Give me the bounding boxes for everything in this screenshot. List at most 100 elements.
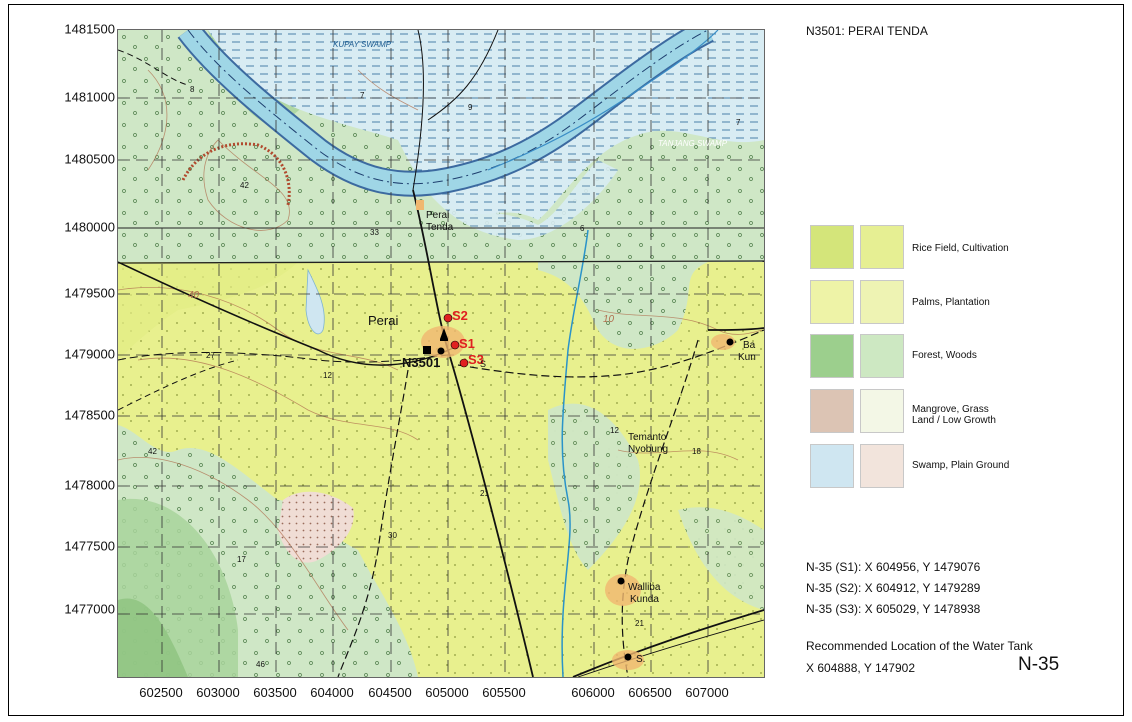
escarpment	[181, 142, 291, 206]
y-tick-label: 1478500	[64, 407, 115, 423]
spot-height: 42	[240, 181, 249, 190]
well-marker[interactable]	[437, 347, 445, 355]
sample-point-s3[interactable]	[459, 358, 469, 368]
y-tick-label: 1479500	[64, 285, 115, 301]
label-n3501: N3501	[402, 355, 440, 370]
spot-height: 12	[610, 426, 619, 435]
spot-height: 7	[360, 91, 365, 100]
legend-label-palms: Palms, Plantation	[912, 297, 990, 308]
coord-s3: N-35 (S3): X 605029, Y 1478938	[806, 602, 981, 616]
label-s1: S1	[459, 336, 475, 351]
label-kupay-swamp: KUPAY SWAMP	[333, 40, 392, 49]
x-tick-label: 605500	[482, 685, 526, 700]
y-tick-label: 1481500	[64, 21, 115, 37]
x-tick-label: 605000	[425, 685, 469, 700]
label-s-small: S	[480, 359, 486, 369]
x-tick-label: 604000	[310, 685, 354, 700]
well-marker[interactable]	[617, 577, 625, 585]
y-tick-label: 1481000	[64, 89, 115, 105]
label-tenda: Tenda	[426, 222, 454, 233]
legend-label-rice-field: Rice Field, Cultivation	[912, 243, 1009, 254]
sheet-title: N3501: PERAI TENDA	[806, 24, 928, 38]
sheet-id: N-35	[1018, 654, 1060, 675]
label-s2: S2	[452, 308, 468, 323]
label-nyobung: Nyobung	[628, 444, 668, 455]
coord-s2: N-35 (S2): X 604912, Y 1479289	[806, 581, 981, 595]
forest-area	[538, 262, 708, 349]
label-temanto: Temanto	[628, 432, 667, 443]
settlement-perai-tenda	[416, 200, 424, 210]
water-tank-marker[interactable]	[440, 328, 448, 341]
spot-heights: 8 7 9 42 33 27 12 12 18 21 42 30 17 21 4…	[148, 85, 741, 669]
spot-height: 30	[388, 531, 397, 540]
y-tick-label: 1477000	[64, 601, 115, 617]
cultivation-area	[118, 262, 764, 677]
settlement-perai	[421, 326, 465, 358]
spot-height: 8	[190, 85, 195, 94]
contour-label-10: 10	[603, 314, 615, 325]
legend-label-swamp: Swamp, Plain Ground	[912, 460, 1010, 471]
legend-swatch-palms	[810, 280, 854, 324]
label-kun: Kun	[738, 352, 756, 363]
legend-label-forest: Forest, Woods	[912, 350, 977, 361]
label-tanjang-swamp: TANJANG SWAMP	[658, 139, 728, 148]
legend-swatch-rice-field	[810, 225, 854, 269]
pond	[305, 268, 325, 335]
x-tick-label: 606000	[571, 685, 615, 700]
n3501-marker[interactable]	[423, 346, 431, 354]
spot-height: 18	[692, 447, 701, 456]
recommendation-title: Recommended Location of the Water Tank	[806, 639, 1033, 653]
dense-forest-patch	[118, 598, 188, 677]
swamp-area	[418, 160, 618, 240]
x-tick-label: 603000	[196, 685, 240, 700]
label-walliba: Walliba	[628, 582, 661, 593]
y-tick-label: 1480000	[64, 219, 115, 235]
spot-height: 33	[370, 228, 379, 237]
settlement-walliba-kunda	[605, 574, 641, 606]
forest-area	[678, 507, 764, 610]
x-tick-label: 603500	[253, 685, 297, 700]
contour-lines	[118, 69, 764, 631]
sample-point-s2[interactable]	[443, 313, 453, 323]
y-tick-label: 1477500	[64, 538, 115, 554]
legend-swatch-woods	[860, 334, 904, 378]
x-tick-label: 602500	[139, 685, 183, 700]
y-tick-label: 1480500	[64, 151, 115, 167]
x-tick-label: 607000	[685, 685, 729, 700]
spot-height: 6	[580, 224, 585, 233]
spot-height: 21	[480, 489, 489, 498]
y-tick-label: 1478000	[64, 477, 115, 493]
x-tick-label: 606500	[628, 685, 672, 700]
contour-label-40: 40	[188, 290, 200, 301]
spot-height: 12	[323, 371, 332, 380]
stream	[561, 229, 589, 677]
legend-swatch-swamp	[810, 444, 854, 488]
legend-swatch-plain-ground	[860, 444, 904, 488]
sample-point-s1[interactable]	[450, 340, 460, 350]
recommendation-coords: X 604888, Y 147902	[806, 661, 915, 675]
label-ba: Ba	[743, 340, 756, 351]
label-perai-town: Perai	[368, 313, 398, 328]
spot-height: 27	[206, 351, 215, 360]
spot-height: 42	[148, 447, 157, 456]
spot-height: 9	[468, 103, 473, 112]
map-canvas: KUPAY SWAMP TANJANG SWAMP Perai Tenda Pe…	[118, 30, 764, 677]
label-perai: Perai	[426, 210, 449, 221]
spot-height: 17	[237, 555, 246, 564]
label-s: S.	[636, 654, 645, 665]
boundary-line	[118, 260, 764, 264]
legend-swatch-cultivation	[860, 225, 904, 269]
well-marker[interactable]	[624, 653, 632, 661]
coord-s1: N-35 (S1): X 604956, Y 1479076	[806, 560, 981, 574]
plain-ground-patch	[278, 491, 354, 563]
well-marker[interactable]	[726, 338, 734, 346]
topographic-map[interactable]: KUPAY SWAMP TANJANG SWAMP Perai Tenda Pe…	[117, 29, 765, 678]
label-s3: S3	[468, 352, 484, 367]
legend-swatch-grass-land	[860, 389, 904, 433]
legend-swatch-forest	[810, 334, 854, 378]
legend-swatch-plantation	[860, 280, 904, 324]
legend-swatch-mangrove	[810, 389, 854, 433]
y-tick-label: 1479000	[64, 346, 115, 362]
spot-height: 7	[736, 118, 741, 127]
label-kunda: Kunda	[630, 594, 659, 605]
